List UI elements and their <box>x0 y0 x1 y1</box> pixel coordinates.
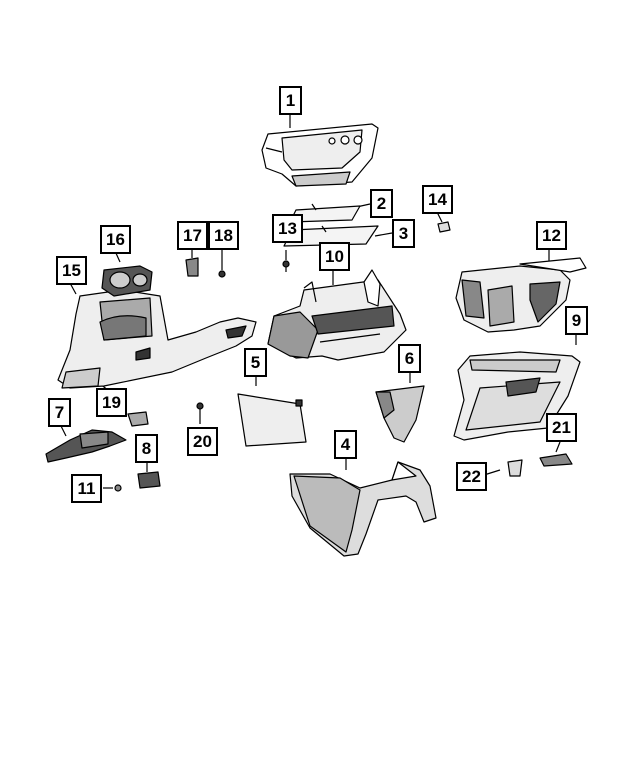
part-18-screw <box>218 270 226 278</box>
callout-19: 19 <box>96 388 127 417</box>
callout-3: 3 <box>392 219 415 248</box>
callout-22: 22 <box>456 462 487 491</box>
callout-15: 15 <box>56 256 87 285</box>
callout-6: 6 <box>398 344 421 373</box>
callout-13: 13 <box>272 214 303 243</box>
callout-18: 18 <box>208 221 239 250</box>
callout-10: 10 <box>319 242 350 271</box>
part-15-knee-panel <box>57 289 257 389</box>
part-10-console-housing <box>267 269 407 361</box>
callout-21: 21 <box>546 413 577 442</box>
part-17-clip <box>185 257 199 277</box>
callout-20: 20 <box>187 427 218 456</box>
callout-14: 14 <box>422 185 453 214</box>
callout-7: 7 <box>48 398 71 427</box>
part-11-pin <box>114 484 122 492</box>
part-8-retainer <box>137 471 161 489</box>
part-5-side-panel <box>237 393 307 447</box>
part-12-glovebox-frame <box>455 257 587 333</box>
callout-11: 11 <box>71 474 102 503</box>
callout-5: 5 <box>244 348 267 377</box>
callout-9: 9 <box>565 306 588 335</box>
part-22-bumper <box>507 459 523 477</box>
callout-16: 16 <box>100 225 131 254</box>
callout-8: 8 <box>135 434 158 463</box>
part-7-bracket <box>45 429 127 463</box>
part-6-bracket <box>375 385 425 443</box>
part-16-switch-bezel <box>101 265 153 297</box>
part-14-clip <box>437 221 451 233</box>
part-4-lower-trim <box>289 461 437 557</box>
part-21-latch <box>539 453 573 467</box>
part-20-pushpin <box>196 402 204 414</box>
callout-2: 2 <box>370 189 393 218</box>
callout-1: 1 <box>279 86 302 115</box>
callout-12: 12 <box>536 221 567 250</box>
part-1-bezel <box>261 123 379 187</box>
part-19-clip <box>127 411 149 427</box>
callout-17: 17 <box>177 221 208 250</box>
part-13-screw <box>282 260 290 272</box>
callout-4: 4 <box>334 430 357 459</box>
